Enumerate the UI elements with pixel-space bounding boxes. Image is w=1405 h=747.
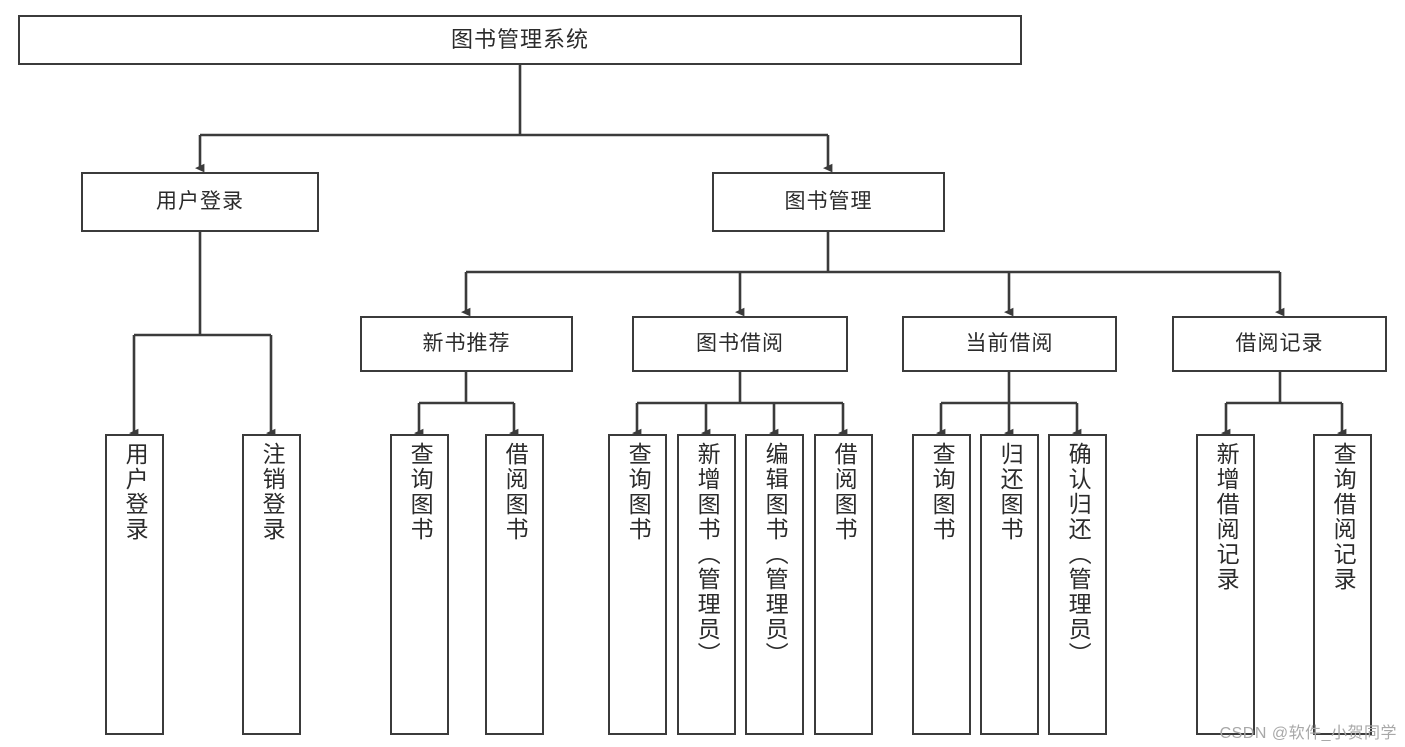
- leaf-label: 确认归还（管理员）: [1065, 442, 1092, 667]
- leaf-label: 新增图书（管理员）: [694, 442, 721, 667]
- leaf-current-return-book[interactable]: 归还图书: [980, 434, 1039, 735]
- leaf-label: 用户登录: [122, 442, 149, 542]
- leaf-user-login-signout[interactable]: 注销登录: [242, 434, 301, 735]
- leaf-record-query-record[interactable]: 查询借阅记录: [1313, 434, 1372, 735]
- leaf-label: 查询图书: [625, 442, 652, 542]
- node-user-login[interactable]: 用户登录: [81, 172, 319, 232]
- leaf-current-confirm-return[interactable]: 确认归还（管理员）: [1048, 434, 1107, 735]
- leaf-label: 借阅图书: [502, 442, 529, 542]
- node-book-management[interactable]: 图书管理: [712, 172, 945, 232]
- node-new-book-recommend[interactable]: 新书推荐: [360, 316, 573, 372]
- leaf-recommend-borrow-book[interactable]: 借阅图书: [485, 434, 544, 735]
- leaf-label: 归还图书: [997, 442, 1024, 542]
- leaf-current-query-book[interactable]: 查询图书: [912, 434, 971, 735]
- leaf-label: 查询借阅记录: [1330, 442, 1357, 592]
- leaf-recommend-query-book[interactable]: 查询图书: [390, 434, 449, 735]
- node-borrow-record[interactable]: 借阅记录: [1172, 316, 1387, 372]
- leaf-label: 查询图书: [929, 442, 956, 542]
- leaf-user-login-signin[interactable]: 用户登录: [105, 434, 164, 735]
- csdn-watermark: CSDN @软件_小贺同学: [1219, 725, 1397, 742]
- leaf-borrow-edit-book[interactable]: 编辑图书（管理员）: [745, 434, 804, 735]
- leaf-borrow-query-book[interactable]: 查询图书: [608, 434, 667, 735]
- node-current-borrow[interactable]: 当前借阅: [902, 316, 1117, 372]
- leaf-label: 查询图书: [407, 442, 434, 542]
- node-book-borrow[interactable]: 图书借阅: [632, 316, 848, 372]
- leaf-borrow-add-book[interactable]: 新增图书（管理员）: [677, 434, 736, 735]
- node-root-system[interactable]: 图书管理系统: [18, 15, 1022, 65]
- leaf-record-add-record[interactable]: 新增借阅记录: [1196, 434, 1255, 735]
- leaf-label: 注销登录: [259, 442, 286, 542]
- leaf-borrow-borrow-book[interactable]: 借阅图书: [814, 434, 873, 735]
- leaf-label: 借阅图书: [831, 442, 858, 542]
- leaf-label: 编辑图书（管理员）: [762, 442, 789, 667]
- leaf-label: 新增借阅记录: [1213, 442, 1240, 592]
